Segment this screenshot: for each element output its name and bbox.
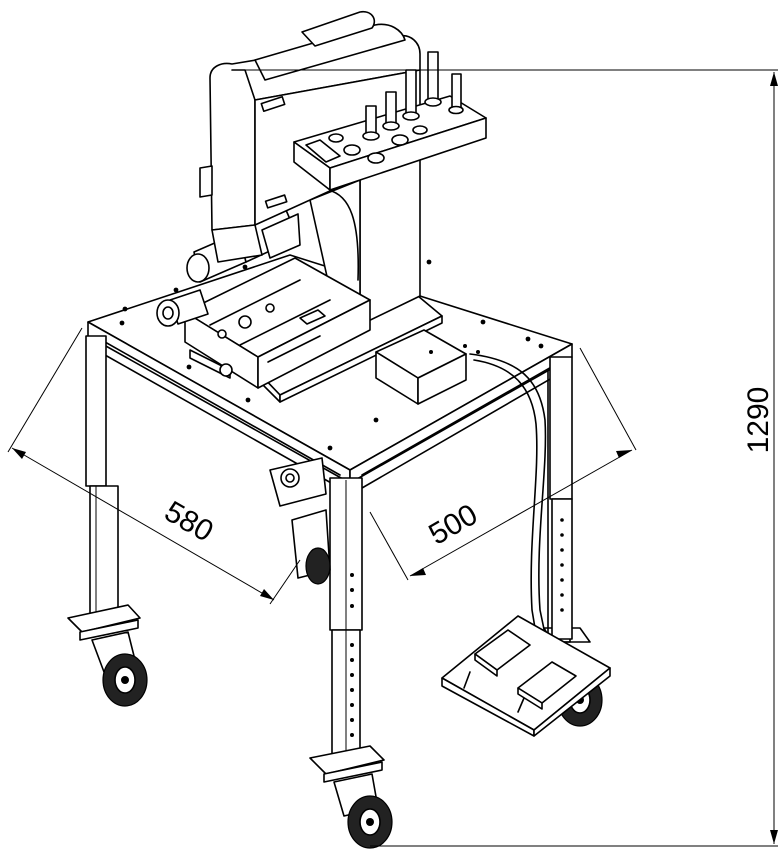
caster-rear-under (269, 457, 331, 585)
foot-pedal (441, 615, 611, 737)
dimension-1290: 1290 (232, 69, 778, 847)
dimension-label-500: 500 (423, 498, 483, 552)
caster-front-center (333, 773, 393, 849)
caster-front-left (91, 631, 148, 707)
tool-tray (293, 51, 487, 191)
dimension-label-580: 580 (159, 495, 219, 549)
right-leg (549, 356, 573, 640)
foot-pedal-cable (469, 353, 547, 635)
xy-stage (184, 257, 371, 389)
front-left-leg (67, 335, 141, 641)
dimension-label-1290: 1290 (742, 387, 775, 454)
control-box (375, 329, 480, 405)
adjustment-knob-left (156, 289, 209, 327)
front-center-leg (309, 477, 385, 783)
